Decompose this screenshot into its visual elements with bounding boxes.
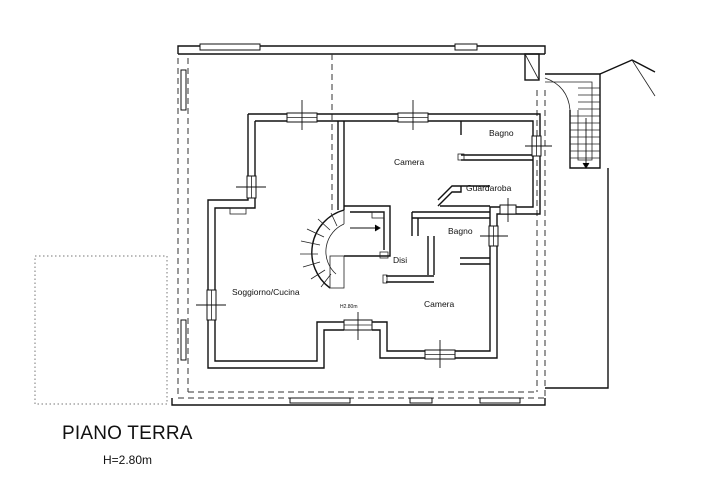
room-label-camera-2: Camera <box>424 299 455 309</box>
room-label-camera-1: Camera <box>394 157 425 167</box>
room-label-disi: Disi <box>393 255 407 265</box>
inner-height-note: H2.80m <box>340 304 358 310</box>
room-label-guardaroba: Guardaroba <box>466 183 512 193</box>
spiral-staircase <box>300 209 381 289</box>
room-label-bagno-2: Bagno <box>448 226 473 236</box>
room-labels: Bagno Camera Guardaroba Bagno Disi Soggi… <box>232 128 514 310</box>
room-label-bagno-1: Bagno <box>489 128 514 138</box>
stair-treads <box>570 87 600 159</box>
left-dotted-area <box>34 255 168 405</box>
outer-boundary <box>171 43 546 406</box>
axis-marks <box>196 100 552 368</box>
external-staircase <box>524 53 656 389</box>
plan-height-note: H=2.80m <box>103 453 153 467</box>
room-label-soggiorno: Soggiorno/Cucina <box>232 287 300 297</box>
plan-title: PIANO TERRA <box>62 423 193 444</box>
interior-walls <box>207 113 541 369</box>
